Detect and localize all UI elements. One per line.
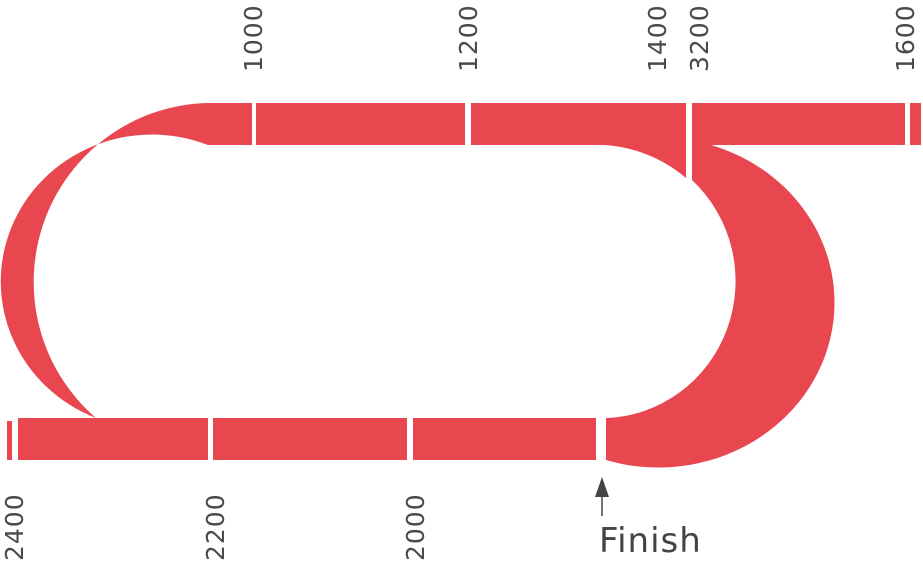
- bottom-distance-labels: 2400 2200 2000: [0, 493, 430, 561]
- top-segment-1400-turn: [471, 103, 686, 178]
- marker-label-1000: 1000: [239, 4, 268, 72]
- top-segment-1000-1200: [256, 103, 465, 145]
- up-arrow-icon: [595, 477, 609, 516]
- right-turn: [606, 145, 835, 468]
- top-chute-3200-1600: [692, 103, 905, 145]
- finish-marker: Finish: [595, 477, 702, 561]
- top-chute-end-sliver: [910, 103, 921, 145]
- marker-label-1200: 1200: [454, 4, 483, 72]
- marker-label-2000: 2000: [401, 493, 430, 561]
- marker-label-3200: 3200: [685, 4, 714, 72]
- bottom-segment-2000-finish: [413, 418, 596, 460]
- top-distance-labels: 1000 1200 1400 3200 1600: [239, 4, 920, 72]
- track: [0, 103, 921, 468]
- marker-label-1600: 1600: [891, 4, 920, 72]
- marker-label-2200: 2200: [201, 493, 230, 561]
- finish-label: Finish: [599, 521, 702, 561]
- bottom-segment-2200-2000: [213, 418, 407, 460]
- marker-label-2400: 2400: [0, 493, 29, 561]
- marker-label-1400: 1400: [643, 4, 672, 72]
- bottom-chute-start-sliver: [7, 421, 12, 460]
- left-turn: [0, 103, 253, 460]
